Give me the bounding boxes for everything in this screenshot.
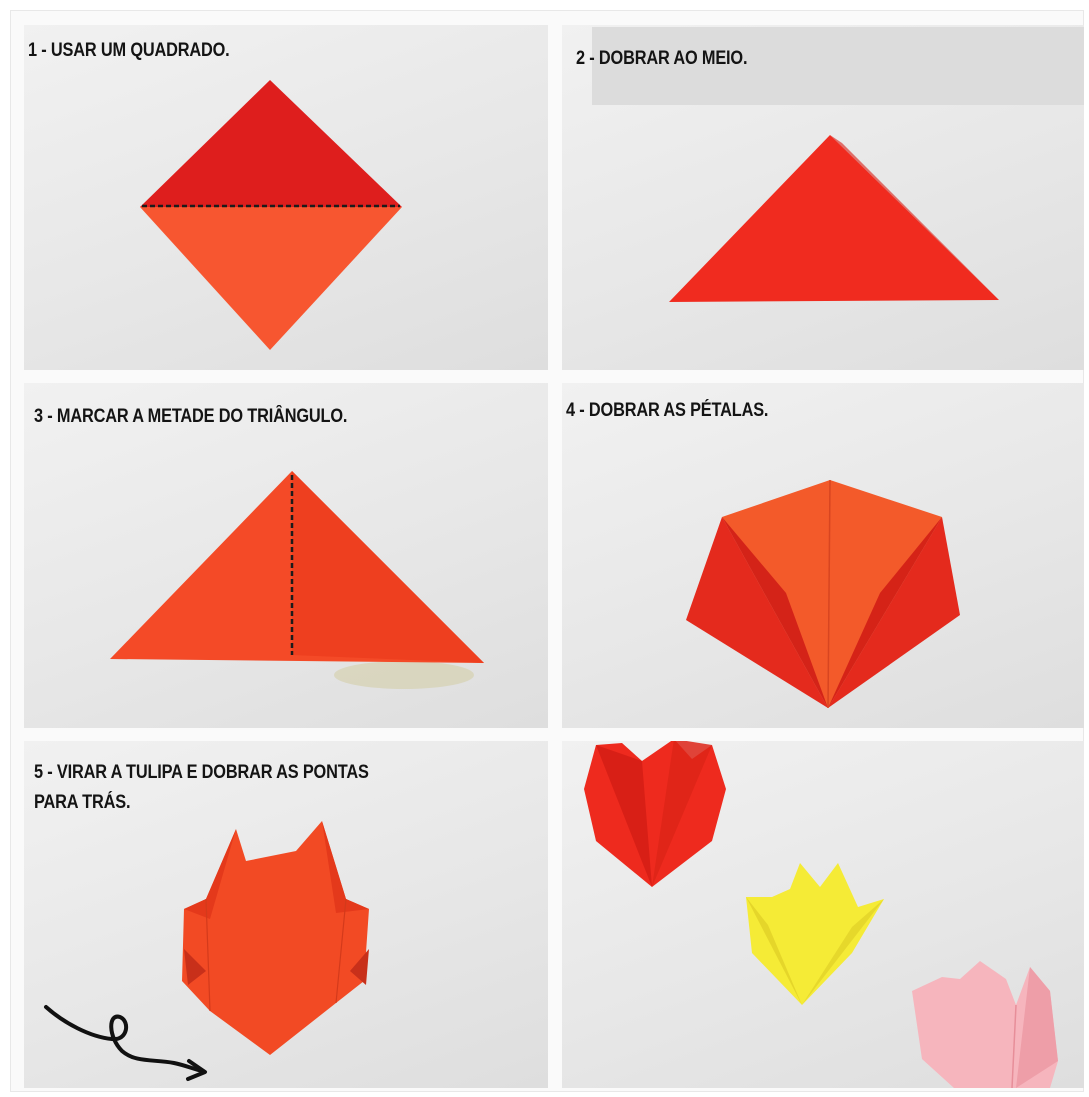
step-1-panel: 1 - USAR UM QUADRADO.: [24, 25, 548, 370]
step-1-caption: 1 - USAR UM QUADRADO.: [28, 40, 230, 61]
step-5-caption-line1: 5 - VIRAR A TULIPA E DOBRAR AS PONTAS: [34, 762, 369, 783]
turned-tulip-illustration: [44, 821, 369, 1081]
square-paper-illustration: [140, 80, 402, 350]
step-5-panel: 5 - VIRAR A TULIPA E DOBRAR AS PONTAS PA…: [24, 741, 548, 1088]
step-5-caption-line2: PARA TRÁS.: [34, 792, 131, 813]
marked-triangle-illustration: [110, 471, 484, 689]
yellow-tulip: [746, 863, 884, 1005]
red-tulip: [584, 741, 726, 887]
tulip-petals-illustration: [686, 479, 960, 709]
step-3-caption: 3 - MARCAR A METADE DO TRIÂNGULO.: [34, 406, 348, 427]
step-2-caption: 2 - DOBRAR AO MEIO.: [576, 48, 748, 69]
step-4-panel: 4 - DOBRAR AS PÉTALAS.: [562, 383, 1084, 728]
step-4-caption: 4 - DOBRAR AS PÉTALAS.: [566, 400, 769, 421]
caption-band: [592, 27, 1084, 105]
finished-tulips-panel: [562, 741, 1084, 1088]
pink-tulip: [912, 961, 1058, 1088]
step-2-panel: 2 - DOBRAR AO MEIO.: [562, 25, 1084, 370]
step-3-panel: 3 - MARCAR A METADE DO TRIÂNGULO.: [24, 383, 548, 728]
folded-triangle-illustration: [669, 135, 999, 302]
finished-tulips-illustration: [584, 741, 1058, 1088]
curved-arrow-icon: [44, 1005, 207, 1081]
